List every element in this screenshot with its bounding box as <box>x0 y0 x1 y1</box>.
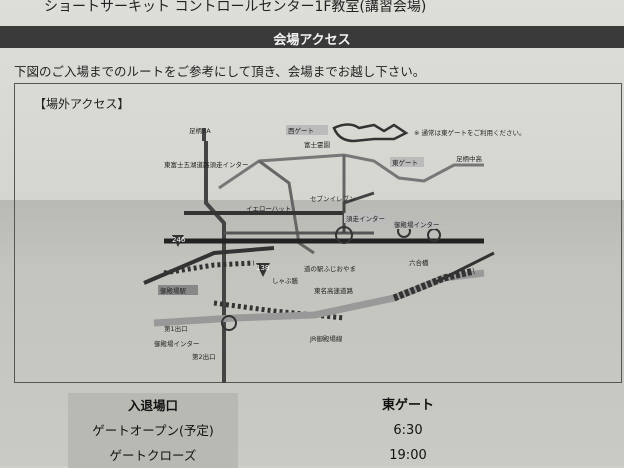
label-rokkensha: 六合橋 <box>409 258 429 267</box>
table-row-label: ゲートオープン(予定) <box>68 418 238 443</box>
table-header-left: 入退場口 <box>68 393 238 418</box>
road-upper <box>218 153 484 190</box>
label-seven-eleven: セブンイレブン <box>310 194 356 203</box>
road-vertical-left <box>204 141 226 383</box>
table-header-row: 入退場口 東ゲート <box>68 393 558 418</box>
label-notice: ※ 通常は東ゲートをご利用ください。 <box>414 128 526 137</box>
banner-text: 会場アクセス <box>273 33 351 48</box>
map-frame <box>14 83 622 383</box>
label-subashiri-ic: 須走インター <box>346 214 385 223</box>
table-row-label: ゲートクローズ <box>68 443 238 468</box>
label-gotemba-ic: 御殿場インター <box>154 339 200 348</box>
svg-text:138: 138 <box>256 264 269 272</box>
access-map: 246 138 西ゲート 東ゲート ※ 通常は東ゲートをご利用ください。 足柄S… <box>143 123 526 383</box>
label-tomei: 東名高速道路 <box>314 286 354 295</box>
label-ashigara-top: 足柄SA <box>189 126 211 135</box>
map-label: 【場外アクセス】 <box>34 97 130 111</box>
label-gotemba-ic-right: 御殿場インター <box>394 220 440 229</box>
label-fuji-roadside: 富士霊園 <box>304 140 330 149</box>
label-yellow-hat: イエローハット <box>246 205 291 213</box>
table-row: ゲートクローズ 19:00 <box>68 443 558 468</box>
table-row: ゲートオープン(予定) 6:30 <box>68 418 558 443</box>
label-first-exit: 第1出口 <box>164 324 188 333</box>
circuit-outline <box>332 123 409 143</box>
label-second-exit: 第2出口 <box>192 352 216 361</box>
table-row-value: 6:30 <box>393 423 423 438</box>
table-row-value: 19:00 <box>389 448 427 463</box>
route-138-shield <box>256 263 270 277</box>
route-246-shield <box>172 235 184 247</box>
section-banner: 会場アクセス <box>0 26 624 48</box>
page-title: ショートサーキット コントロールセンター1F教室(講習会場) <box>44 0 427 15</box>
label-gotemba-station: 御殿場駅 <box>160 286 187 295</box>
table-header-right: 東ゲート <box>381 398 434 413</box>
label-mart: 道の駅ふじおやま <box>304 264 356 273</box>
svg-text:246: 246 <box>172 236 186 244</box>
gate-schedule-table: 入退場口 東ゲート ゲートオープン(予定) 6:30 ゲートクローズ 19:00 <box>68 393 558 468</box>
label-higashi-gate: 東ゲート <box>392 158 418 167</box>
label-jr-line: JR御殿場線 <box>309 334 343 343</box>
label-higashi-fuji-ic: 東富士五湖道路須走インター <box>164 160 249 169</box>
label-nishi-gate: 西ゲート <box>288 126 314 135</box>
label-shinto: しゃぶ膳 <box>272 276 299 285</box>
jr-line <box>213 300 345 321</box>
label-right: 足柄中高 <box>456 154 483 163</box>
lead-text: 下図のご入場までのルートをご参考にして頂き、会場までお越し下さい。 <box>14 64 426 79</box>
